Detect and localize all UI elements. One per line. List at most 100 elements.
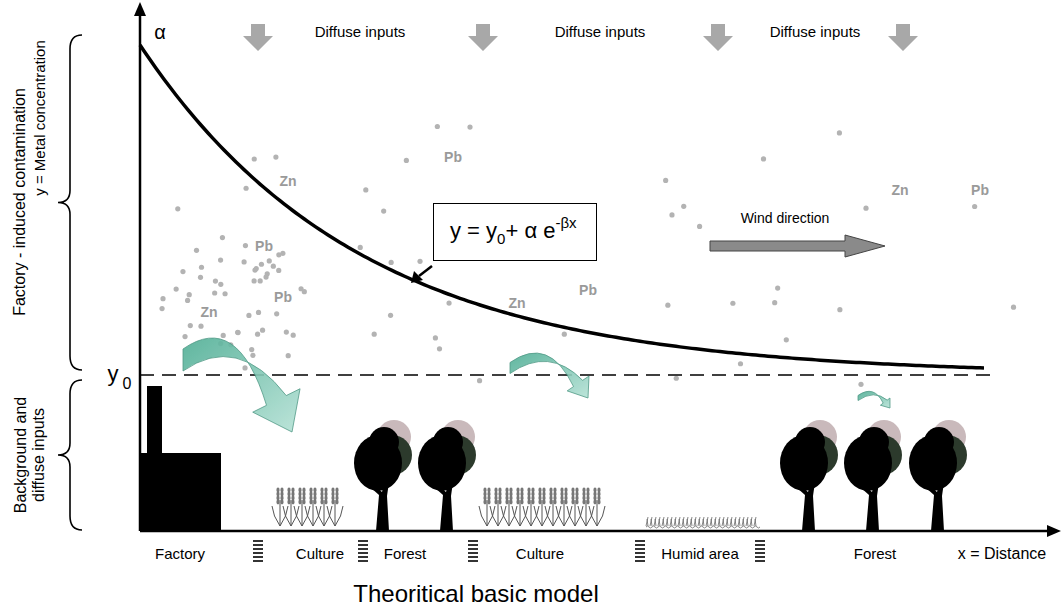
- particle-dot: [182, 334, 187, 339]
- zone-separator: [468, 548, 478, 550]
- text-label: Factory: [155, 545, 205, 562]
- crop-plant: [589, 488, 605, 526]
- particle-dot: [665, 303, 670, 308]
- leader-line: [419, 266, 432, 276]
- diffuse-input-arrow: [243, 24, 273, 51]
- particle-dot: [1011, 305, 1016, 310]
- particle-dot: [417, 259, 422, 264]
- particle-dot: [255, 332, 260, 337]
- particle-dot: [252, 156, 257, 161]
- x-axis-head: [1047, 525, 1061, 537]
- crop-plant: [578, 488, 594, 526]
- crop-plant: [283, 488, 299, 526]
- metal-label: Pb: [255, 238, 273, 254]
- particle-dot: [260, 328, 265, 333]
- particle-dot: [243, 243, 248, 248]
- particle-dot: [198, 275, 203, 280]
- factory-building: [140, 453, 221, 531]
- particle-dot: [218, 257, 223, 262]
- particle-dot: [372, 332, 377, 337]
- text-label: Wind direction: [741, 210, 830, 226]
- particle-dot: [381, 209, 386, 214]
- tree: [909, 420, 967, 531]
- particle-dot: [388, 313, 393, 318]
- deposition-arrow: [183, 338, 300, 432]
- x-axis: [140, 530, 1048, 533]
- particle-dot: [198, 324, 203, 329]
- tree: [780, 420, 838, 531]
- particle-dot: [858, 382, 863, 387]
- particle-dot: [284, 329, 289, 334]
- particle-dot: [669, 212, 674, 217]
- particle-dot: [249, 347, 254, 352]
- metal-label: Zn: [508, 295, 525, 311]
- particle-dot: [174, 286, 179, 291]
- particle-dot: [562, 332, 567, 337]
- crop-plant: [545, 488, 561, 526]
- zone-separator: [755, 540, 765, 542]
- particle-dot: [259, 262, 264, 267]
- zone-separator: [755, 548, 765, 550]
- zone-separator: [253, 556, 263, 558]
- deposition-arrow: [858, 391, 890, 408]
- particle-dot: [477, 378, 482, 383]
- particle-dot: [435, 124, 440, 129]
- text-label: y = Metal concentration: [31, 40, 48, 196]
- zone-separator: [468, 556, 478, 558]
- equation-box: y = y0+ α e-βx: [433, 203, 597, 261]
- zone-separator: [468, 560, 478, 562]
- particle-dot: [775, 285, 780, 290]
- zone-separator: [755, 552, 765, 554]
- particle-dot: [159, 306, 164, 311]
- factory-chimney: [147, 386, 162, 456]
- zone-separator: [468, 540, 478, 542]
- tree: [418, 420, 476, 531]
- particle-dot: [160, 296, 165, 301]
- particle-dot: [250, 353, 255, 358]
- particle-dot: [761, 156, 766, 161]
- metal-label: Zn: [891, 182, 908, 198]
- metal-label: Pb: [274, 289, 292, 305]
- zone-separator: [358, 548, 368, 550]
- particle-dot: [185, 298, 190, 303]
- particle-dot: [271, 264, 276, 269]
- particle-dot: [674, 376, 679, 381]
- particle-dot: [251, 278, 256, 283]
- particle-dot: [256, 310, 261, 315]
- particle-dot: [681, 204, 686, 209]
- particle-dot: [286, 353, 291, 358]
- zone-separator: [253, 552, 263, 554]
- particle-dot: [188, 323, 193, 328]
- particle-dot: [187, 292, 192, 297]
- crop-plant: [479, 488, 495, 526]
- particle-dot: [363, 187, 368, 192]
- particle-dot: [358, 245, 363, 250]
- particle-dot: [280, 251, 285, 256]
- text-label: 0: [123, 375, 132, 393]
- particle-dot: [837, 307, 842, 312]
- text-label: α: [154, 21, 166, 44]
- metal-label: Pb: [971, 182, 989, 198]
- zone-separator: [635, 560, 645, 562]
- zone-separator: [755, 560, 765, 562]
- particle-dot: [389, 260, 394, 265]
- y-axis-head: [134, 2, 146, 16]
- particle-dot: [738, 361, 743, 366]
- particle-dot: [273, 155, 278, 160]
- crop-plant: [490, 488, 506, 526]
- diffuse-input-arrow: [468, 24, 498, 51]
- particle-dot: [258, 278, 263, 283]
- equation-text: -βx: [555, 214, 576, 231]
- particle-dot: [730, 301, 735, 306]
- particle-dot: [697, 224, 702, 229]
- zone-separator: [635, 544, 645, 546]
- text-label: x = Distance: [958, 545, 1046, 563]
- zone-separator: [253, 548, 263, 550]
- zone-separator: [358, 560, 368, 562]
- metal-label: Zn: [279, 173, 296, 189]
- particle-dot: [212, 290, 217, 295]
- particle-dot: [263, 274, 268, 279]
- particle-dot: [199, 265, 204, 270]
- text-label: y: [108, 361, 119, 386]
- crop-plant: [272, 488, 288, 526]
